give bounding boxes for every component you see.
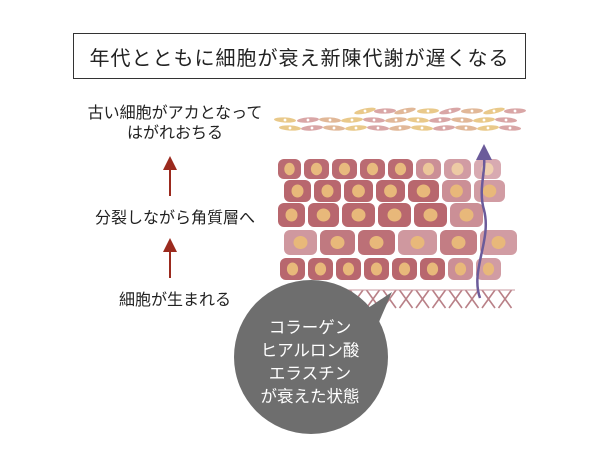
stage-label-dividing: 分裂しながら角質層へ: [60, 208, 290, 228]
stage-label-born: 細胞が生まれる: [60, 290, 290, 310]
purple-turnover-arrow: [476, 144, 492, 299]
red-up-arrow-lower: [163, 238, 177, 278]
cell-layers: [278, 159, 517, 280]
stage-label-shedding-line1: 古い細胞がアカとなって: [87, 103, 263, 122]
bubble-line-4: が衰えた状態: [260, 387, 360, 406]
dead-cell-flakes: [274, 107, 526, 131]
stage-label-dividing-line1: 分裂しながら角質層へ: [94, 208, 255, 227]
bubble-line-1: コラーゲン: [268, 318, 352, 337]
page-title: 年代とともに細胞が衰え新陳代謝が遅くなる: [89, 45, 510, 70]
stage-label-shedding-line2: はがれおちる: [126, 123, 223, 142]
title-box: 年代とともに細胞が衰え新陳代謝が遅くなる: [73, 33, 526, 79]
bubble-line-3: エラスチン: [268, 364, 352, 383]
bubble-line-2: ヒアルロン酸: [260, 341, 360, 360]
red-up-arrow-upper: [163, 156, 177, 196]
bubble-text: コラーゲン ヒアルロン酸 エラスチン が衰えた状態: [235, 316, 385, 408]
stage-label-shedding: 古い細胞がアカとなって はがれおちる: [60, 103, 290, 143]
stage-label-born-line1: 細胞が生まれる: [118, 290, 231, 309]
speech-bubble: [234, 280, 392, 434]
